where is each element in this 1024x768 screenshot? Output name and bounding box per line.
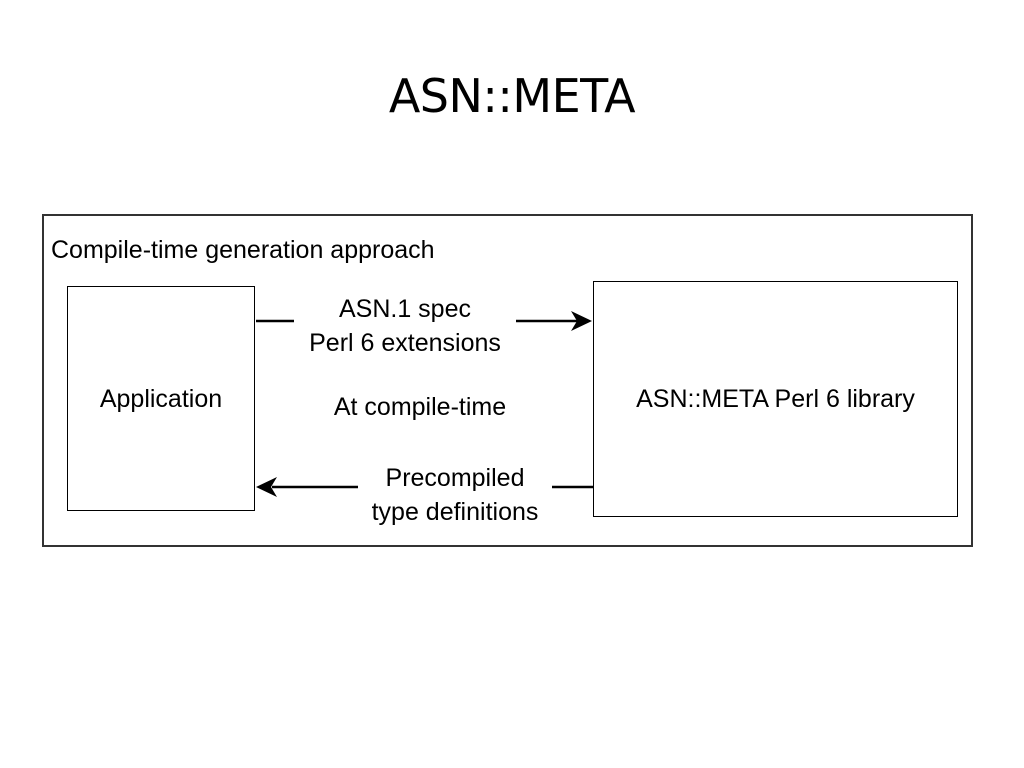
edge-label-to-application-line1: Precompiled — [385, 464, 525, 492]
application-node-label: Application — [99, 384, 223, 413]
library-node-label: ASN::META Perl 6 library — [636, 385, 915, 413]
application-node: Application — [67, 286, 255, 511]
phase-label: At compile-time — [333, 393, 507, 421]
approach-frame — [42, 214, 973, 547]
slide-title: ASN::META — [388, 69, 636, 123]
edge-label-to-library-line1: ASN.1 spec — [338, 295, 471, 323]
edge-label-to-application: Precompiled type definitions — [335, 461, 575, 529]
library-node: ASN::META Perl 6 library — [593, 281, 958, 517]
edge-label-to-application-line2: type definitions — [371, 498, 539, 526]
edge-label-to-library-line2: Perl 6 extensions — [309, 329, 501, 357]
edge-label-to-library: ASN.1 spec Perl 6 extensions — [285, 292, 525, 360]
frame-caption: Compile-time generation approach — [51, 236, 435, 264]
